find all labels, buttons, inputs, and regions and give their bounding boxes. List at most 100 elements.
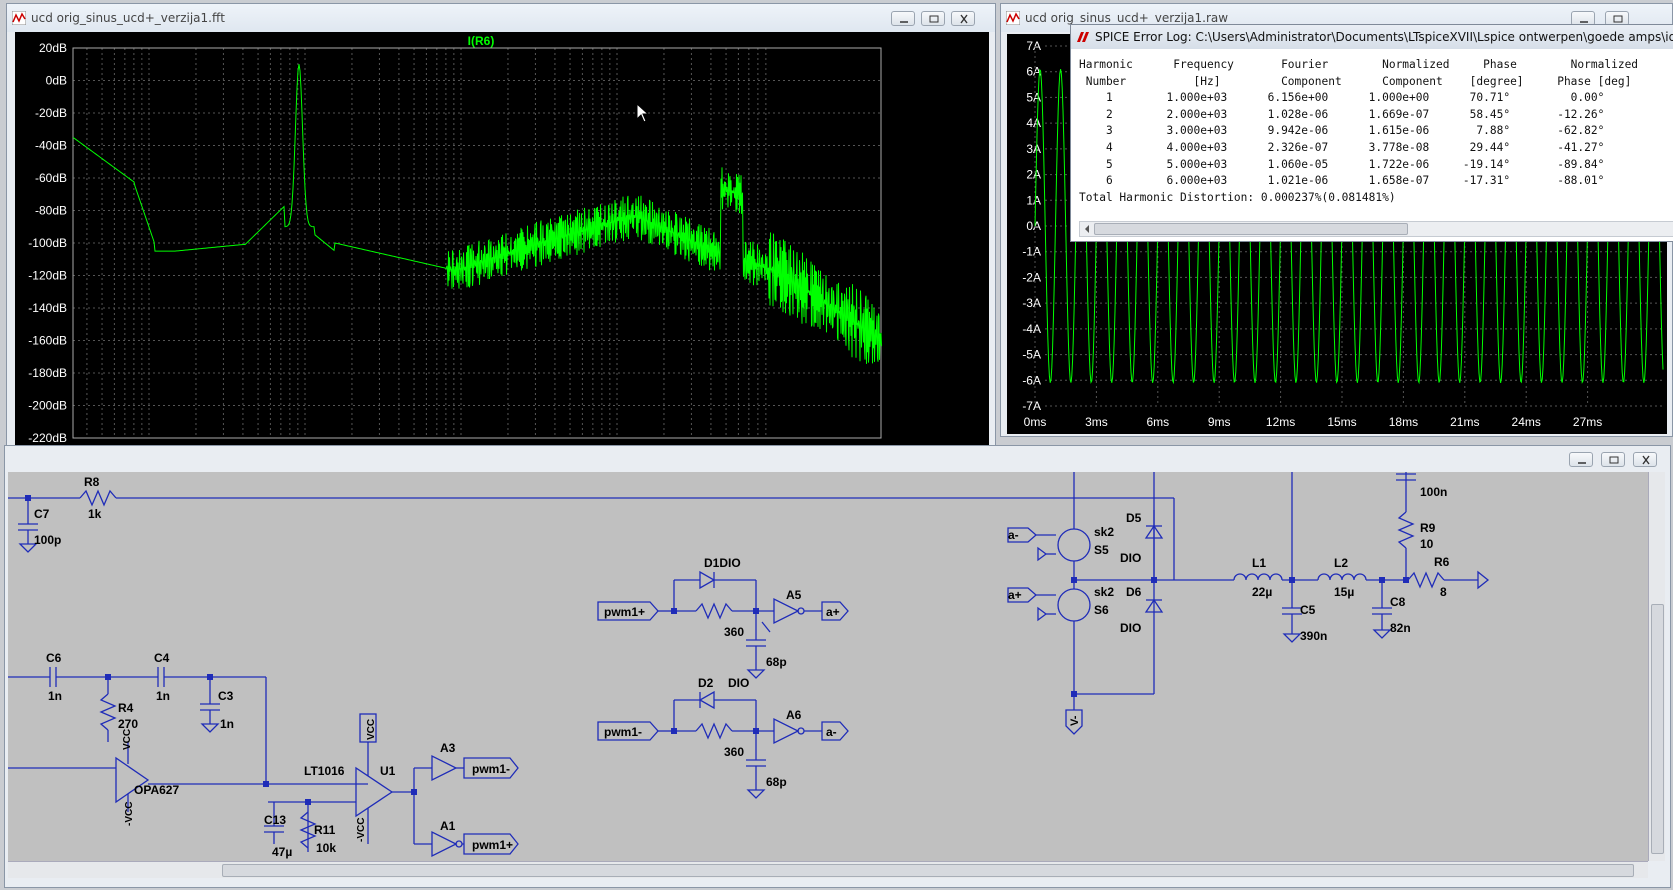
- label-r6-value: 8: [1440, 585, 1447, 599]
- waveform-app-icon: [12, 11, 26, 25]
- error-log-row: 6 6.000e+03 1.021e-06 1.658e-07 -17.31° …: [1079, 174, 1605, 188]
- fft-window[interactable]: ucd orig_sinus_ucd+_verzija1.fft 20dB 0dB…: [6, 3, 996, 466]
- label-c3: C3: [218, 689, 234, 703]
- raw-window-title: ucd orig_sinus_ucd+_verzija1.raw: [1025, 11, 1229, 25]
- raw-y-tick-label: 7A: [1026, 39, 1041, 53]
- label-l1: L1: [1252, 556, 1266, 570]
- label-vcc-u1: VCC: [366, 719, 377, 740]
- schematic-hscrollbar[interactable]: [8, 861, 1648, 878]
- raw-x-tick-label: 27ms: [1573, 415, 1602, 429]
- raw-x-tick-label: 12ms: [1266, 415, 1295, 429]
- label-r-360-b: 360: [724, 745, 744, 759]
- label-c-68p-b: 68p: [766, 775, 787, 789]
- label-c-68p-a: 68p: [766, 655, 787, 669]
- label-r4-value: 270: [118, 717, 138, 731]
- label-r8: R8: [84, 475, 100, 489]
- fft-chart[interactable]: 20dB0dB-20dB-40dB-60dB-80dB-100dB-120dB-…: [15, 32, 989, 462]
- label-r4: R4: [118, 701, 134, 715]
- label-d1: D1DIO: [704, 556, 741, 570]
- label-sk2-s5: sk2: [1094, 525, 1114, 539]
- raw-y-tick-label: -3A: [1022, 296, 1041, 310]
- fft-y-tick-label: 20dB: [39, 41, 67, 55]
- mouse-cursor-icon: [636, 103, 650, 123]
- error-log-scroll-thumb[interactable]: [1094, 223, 1408, 235]
- fft-y-tick-label: -200dB: [28, 399, 67, 413]
- label-u1: U1: [380, 764, 396, 778]
- error-log-row: 5 5.000e+03 1.060e-05 1.722e-06 -19.14° …: [1079, 157, 1605, 171]
- fft-close-button[interactable]: [951, 11, 975, 26]
- fft-y-tick-label: 0dB: [46, 74, 67, 88]
- ltspice-logo-icon: [1077, 32, 1089, 42]
- label-a6: A6: [786, 708, 802, 722]
- raw-x-tick-label: 15ms: [1327, 415, 1356, 429]
- fft-y-tick-label: -60dB: [35, 171, 67, 185]
- label-d6: D6: [1126, 585, 1142, 599]
- error-log-hscrollbar[interactable]: [1079, 221, 1673, 237]
- fft-y-tick-label: -180dB: [28, 366, 67, 380]
- fft-trace: [72, 64, 882, 364]
- raw-y-tick-label: 4A: [1026, 116, 1041, 130]
- fft-y-tick-label: -160dB: [28, 334, 67, 348]
- fft-titlebar[interactable]: ucd orig_sinus_ucd+_verzija1.fft: [7, 4, 995, 32]
- label-c4: C4: [154, 651, 170, 665]
- label-c13-value: 47µ: [272, 845, 292, 859]
- raw-x-tick-label: 9ms: [1208, 415, 1231, 429]
- label-pwm1-plus-in: pwm1+: [604, 605, 645, 619]
- label-sk2-s6: sk2: [1094, 585, 1114, 599]
- label-v-minus: V-: [1069, 715, 1081, 726]
- waveform-app-icon: [1006, 11, 1020, 25]
- spice-error-log-window[interactable]: SPICE Error Log: C:\Users\Administrator\…: [1070, 24, 1673, 242]
- fft-minimize-button[interactable]: [891, 11, 915, 26]
- label-c-100n: 100n: [1420, 485, 1447, 499]
- label-c5: C5: [1300, 603, 1316, 617]
- error-log-thd: Total Harmonic Distortion: 0.000237%(0.0…: [1079, 191, 1396, 204]
- fft-restore-button[interactable]: [921, 11, 945, 26]
- schematic-vscroll-thumb[interactable]: [1651, 604, 1664, 854]
- schematic-canvas[interactable]: R8 1k C7 100p C6 1n C4 1n R4 270 C3 1n O…: [8, 472, 1648, 861]
- raw-y-tick-label: 6A: [1026, 65, 1041, 79]
- error-log-row: 3 3.000e+03 9.942e-06 1.615e-06 7.88° -6…: [1079, 124, 1605, 138]
- raw-y-tick-label: -1A: [1022, 245, 1041, 259]
- label-a5: A5: [786, 588, 802, 602]
- fft-y-tick-label: -220dB: [28, 431, 67, 445]
- schematic-drawing[interactable]: R8 1k C7 100p C6 1n C4 1n R4 270 C3 1n O…: [8, 472, 1648, 861]
- label-dio: DIO: [728, 676, 749, 690]
- schematic-hscroll-thumb[interactable]: [222, 864, 1634, 877]
- fft-window-title: ucd orig_sinus_ucd+_verzija1.fft: [31, 11, 225, 25]
- schematic-close-button[interactable]: [1633, 452, 1657, 467]
- schematic-vscrollbar[interactable]: [1648, 472, 1665, 861]
- fft-y-tick-label: -140dB: [28, 301, 67, 315]
- raw-y-tick-label: -2A: [1022, 270, 1041, 284]
- error-log-row: 1 1.000e+03 6.156e+00 1.000e+00 70.71° 0…: [1079, 91, 1605, 105]
- fft-y-tick-label: -120dB: [28, 269, 67, 283]
- label-r9: R9: [1420, 521, 1436, 535]
- raw-y-tick-label: 2A: [1026, 168, 1041, 182]
- label-r11-value: 10k: [316, 841, 336, 855]
- label-nvcc-opa: -VCC: [124, 802, 135, 826]
- label-a1: A1: [440, 819, 456, 833]
- label-r6: R6: [1434, 555, 1450, 569]
- schematic-restore-button[interactable]: [1601, 452, 1625, 467]
- error-log-titlebar[interactable]: SPICE Error Log: C:\Users\Administrator\…: [1071, 25, 1673, 49]
- raw-x-tick-label: 0ms: [1024, 415, 1047, 429]
- label-a-plus-s6: a+: [1008, 588, 1022, 602]
- scroll-left-arrow-icon[interactable]: [1082, 223, 1092, 235]
- raw-x-tick-label: 6ms: [1146, 415, 1169, 429]
- fft-y-tick-label: -80dB: [35, 204, 67, 218]
- label-c8-value: 82n: [1390, 621, 1411, 635]
- label-c5-value: 390n: [1300, 629, 1327, 643]
- raw-y-tick-label: 0A: [1026, 219, 1041, 233]
- label-r11: R11: [314, 823, 336, 837]
- label-r8-value: 1k: [88, 507, 102, 521]
- error-log-header-1: Harmonic Frequency Fourier Normalized Ph…: [1079, 58, 1639, 71]
- raw-minimize-button[interactable]: [1571, 11, 1595, 26]
- label-s5: S5: [1094, 543, 1109, 557]
- schematic-minimize-button[interactable]: [1569, 452, 1593, 467]
- label-l1-value: 22µ: [1252, 585, 1272, 599]
- label-a-plus: a+: [826, 605, 840, 619]
- error-log-header-2: Number [Hz] Component Component [degree]…: [1079, 74, 1632, 88]
- label-c6: C6: [46, 651, 62, 665]
- label-d5: D5: [1126, 511, 1142, 525]
- label-d2: D2: [698, 676, 714, 690]
